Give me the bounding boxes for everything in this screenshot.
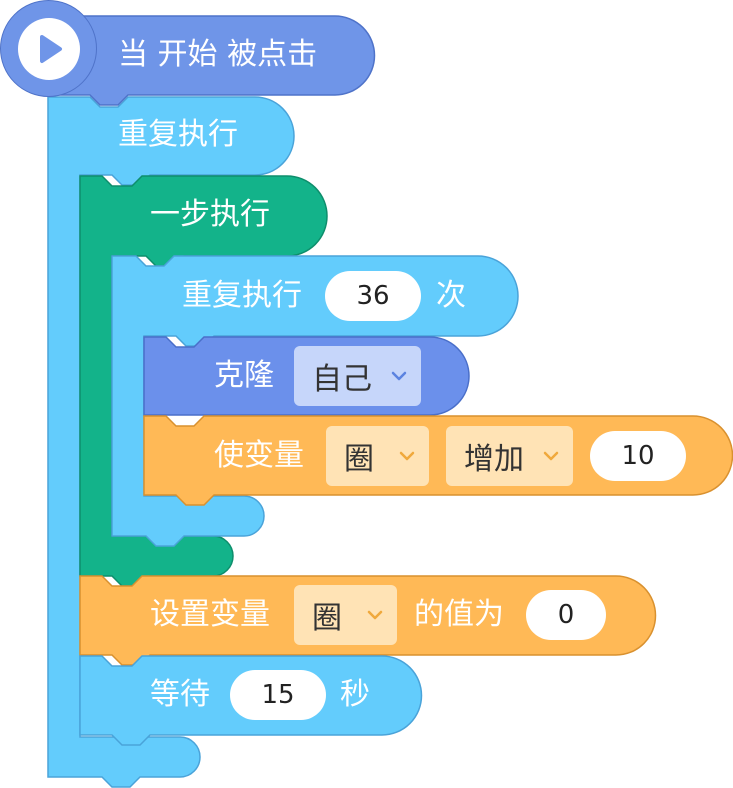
operation-value: 增加: [464, 442, 524, 477]
operation-dropdown[interactable]: 增加: [446, 426, 573, 486]
change-variable-block[interactable]: [143, 415, 733, 506]
set-value-input[interactable]: 0: [526, 590, 606, 640]
change-variable-value: 圈: [344, 442, 374, 477]
start-button[interactable]: [0, 0, 97, 97]
when-start-clicked-block[interactable]: [47, 15, 376, 106]
set-variable-dropdown[interactable]: 圈: [294, 585, 397, 645]
chevron-down-icon: [367, 610, 383, 620]
forever-label: 重复执行: [118, 117, 238, 152]
change-variable-dropdown[interactable]: 圈: [326, 426, 429, 486]
wait-label: 等待: [150, 677, 210, 712]
repeat-count-input[interactable]: 36: [325, 271, 421, 321]
chevron-down-icon: [391, 371, 407, 381]
play-icon: [18, 18, 80, 80]
forever-block[interactable]: [47, 96, 295, 788]
clone-target-value: 自己: [312, 362, 372, 397]
clone-target-dropdown[interactable]: 自己: [294, 346, 421, 406]
set-variable-label: 设置变量: [150, 597, 270, 632]
clone-label: 克隆: [214, 358, 274, 393]
wait-seconds-input[interactable]: 15: [230, 670, 326, 720]
repeat-block[interactable]: [111, 255, 519, 547]
set-variable-value: 圈: [312, 601, 342, 636]
repeat-label: 重复执行: [182, 278, 302, 313]
wait-suffix: 秒: [340, 677, 370, 712]
chevron-down-icon: [399, 451, 415, 461]
change-amount-input[interactable]: 10: [590, 431, 686, 481]
set-variable-middle-label: 的值为: [414, 597, 504, 632]
step-label: 一步执行: [150, 197, 270, 232]
repeat-suffix: 次: [436, 278, 466, 313]
change-variable-label: 使变量: [214, 438, 304, 473]
chevron-down-icon: [543, 451, 559, 461]
hat-label: 当 开始 被点击: [118, 37, 318, 72]
